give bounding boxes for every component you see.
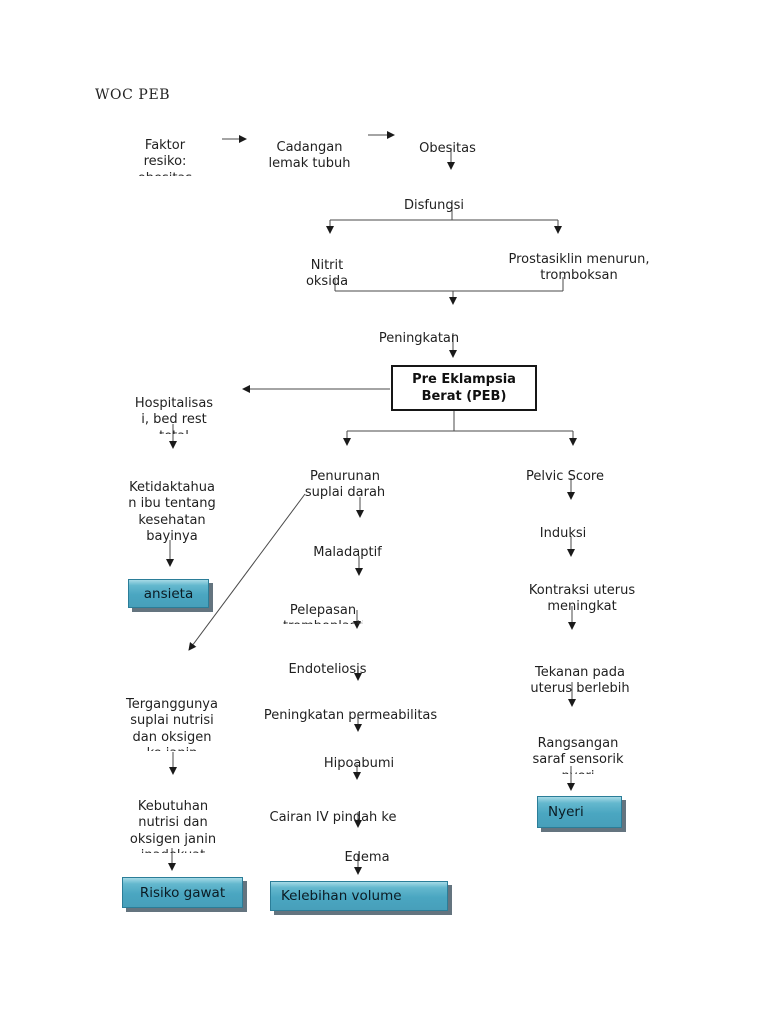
node-nyeri-label: Nyeri [548,804,584,820]
node-edema: Edema [336,833,398,866]
node-rangsangan: Rangsangan saraf sensorik nyeri [517,719,639,790]
node-hipoabumi: Hipoabumi [318,739,400,772]
node-induksi: Induksi [523,509,603,542]
node-cairan-iv-label: Cairan IV pindah ke [269,809,397,825]
arrow-penurunan-to-terganggunya-diagonal [188,493,306,651]
node-terganggunya: Terganggunya suplai nutrisi dan oksigen … [110,680,234,768]
node-peb-box: Pre Eklampsia Berat (PEB) [391,365,537,411]
node-prostasiklin-label: Prostasiklin menurun, tromboksan [508,251,650,284]
node-terganggunya-label: Terganggunya suplai nutrisi dan oksigen [126,696,218,745]
node-penurunan: Penurunan suplai darah [297,452,393,502]
node-kebutuhan-clipped-text: inadekuat [118,848,228,853]
node-kelebihan-volume-box: Kelebihan volume [270,881,448,911]
node-endoteliosis: Endoteliosis [285,645,370,678]
node-peningkatan-label: Peningkatan [378,330,460,346]
node-terganggunya-clipped-text: ke janin [110,746,234,751]
node-obesitas-label: Obesitas [419,140,476,156]
node-prostasiklin: Prostasiklin menurun, tromboksan [498,235,660,285]
node-maladaptif-label: Maladaptif [313,544,382,560]
node-pelepasan-label: Pelepasan [289,602,357,618]
node-maladaptif: Maladaptif [305,528,390,561]
node-hospitalisasi-clipped-text: total [124,429,224,434]
node-disfungsi: Disfungsi [399,181,469,214]
node-tekanan-label: Tekanan pada uterus berlebih [530,664,630,697]
node-hospitalisasi: Hospitalisas i, bed rest total [124,379,224,450]
node-permeabilitas: Peningkatan permeabilitas [253,691,448,724]
node-rangsangan-label: Rangsangan saraf sensorik [532,735,624,768]
node-pelvic-score: Pelvic Score [514,452,616,485]
node-permeabilitas-label: Peningkatan permeabilitas [263,707,438,723]
node-peningkatan: Peningkatan [373,314,465,347]
node-tekanan: Tekanan pada uterus berlebih [509,648,651,698]
node-pelepasan-clipped-text: tromboplastin [283,619,363,624]
node-endoteliosis-label: Endoteliosis [288,661,367,677]
node-edema-label: Edema [344,849,390,865]
node-peb-label: Pre Eklampsia Berat (PEB) [412,372,516,404]
node-faktor-resiko: Faktor resiko: obesitas [115,121,215,192]
node-hipoabumi-label: Hipoabumi [323,755,395,771]
node-faktor-resiko-clipped-text: obesitas [115,171,215,176]
node-ketidaktahuan-label: Ketidaktahua n ibu tentang kesehatan bay… [128,479,216,545]
node-kebutuhan-label: Kebutuhan nutrisi dan oksigen janin [129,798,217,847]
page-title: WOC PEB [95,87,171,103]
node-risiko-gawat-box: Risiko gawat [122,877,243,908]
node-induksi-label: Induksi [539,525,587,541]
node-disfungsi-label: Disfungsi [403,197,465,213]
node-hospitalisasi-label: Hospitalisas i, bed rest [134,395,214,428]
node-kebutuhan: Kebutuhan nutrisi dan oksigen janin inad… [118,782,228,870]
node-rangsangan-clipped-text: nyeri [517,769,639,774]
node-ansieta-box: ansieta [128,579,209,608]
node-faktor-resiko-label: Faktor resiko: [143,137,187,170]
node-cadangan-lemak: Cadangan lemak tubuh [252,123,367,173]
node-kontraksi: Kontraksi uterus meningkat [511,566,653,616]
node-nyeri-box: Nyeri [537,796,622,828]
node-nitrit-oksida-label: Nitrit oksida [305,257,349,290]
node-kontraksi-label: Kontraksi uterus meningkat [528,582,636,615]
node-obesitas: Obesitas [415,124,480,157]
node-kelebihan-volume-label: Kelebihan volume [281,888,402,904]
node-pelvic-score-label: Pelvic Score [526,468,604,484]
node-nitrit-oksida: Nitrit oksida [294,241,360,291]
node-cairan-iv: Cairan IV pindah ke [261,793,405,826]
node-pelepasan: Pelepasan tromboplastin [283,586,363,641]
node-ansieta-label: ansieta [143,585,194,602]
node-cadangan-lemak-label: Cadangan lemak tubuh [268,139,351,172]
node-risiko-gawat-label: Risiko gawat [139,884,226,901]
node-ketidaktahuan: Ketidaktahua n ibu tentang kesehatan bay… [111,463,233,546]
node-penurunan-label: Penurunan suplai darah [304,468,386,501]
